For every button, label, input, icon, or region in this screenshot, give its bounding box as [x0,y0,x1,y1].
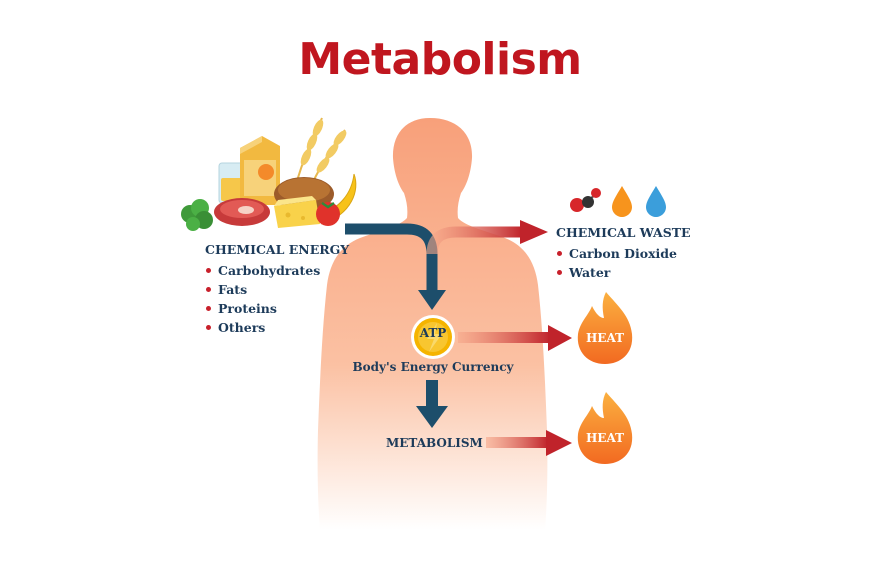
food-icon [181,117,357,231]
molecule-icon [570,188,601,212]
page-title: Metabolism [298,34,582,85]
flame-icon [577,392,633,464]
output-list: Carbon Dioxide Water [556,244,677,282]
input-list: Carbohydrates Fats Proteins Others [205,261,320,337]
heat-label: HEAT [585,431,625,445]
orange-drop-icon [612,186,632,217]
input-heading: CHEMICAL ENERGY [205,242,350,257]
water-drop-icon [646,186,666,217]
atp-heat-arrow [458,325,572,351]
atp-metabolism-arrow [416,380,448,428]
list-item: Others [205,318,320,337]
list-item: Carbohydrates [205,261,320,280]
output-heading: CHEMICAL WASTE [556,225,691,240]
list-item: Carbon Dioxide [556,244,677,263]
list-item: Fats [205,280,320,299]
list-item: Proteins [205,299,320,318]
flame-icon [577,292,633,364]
metabolism-heat-arrow [486,430,572,456]
heat-label: HEAT [585,331,625,345]
atp-badge [411,315,455,359]
waste-arrow [426,220,548,255]
list-item: Water [556,263,677,282]
metabolism-label: METABOLISM [386,436,483,450]
atp-caption: Body's Energy Currency [352,360,514,374]
atp-label: ATP [419,326,447,340]
